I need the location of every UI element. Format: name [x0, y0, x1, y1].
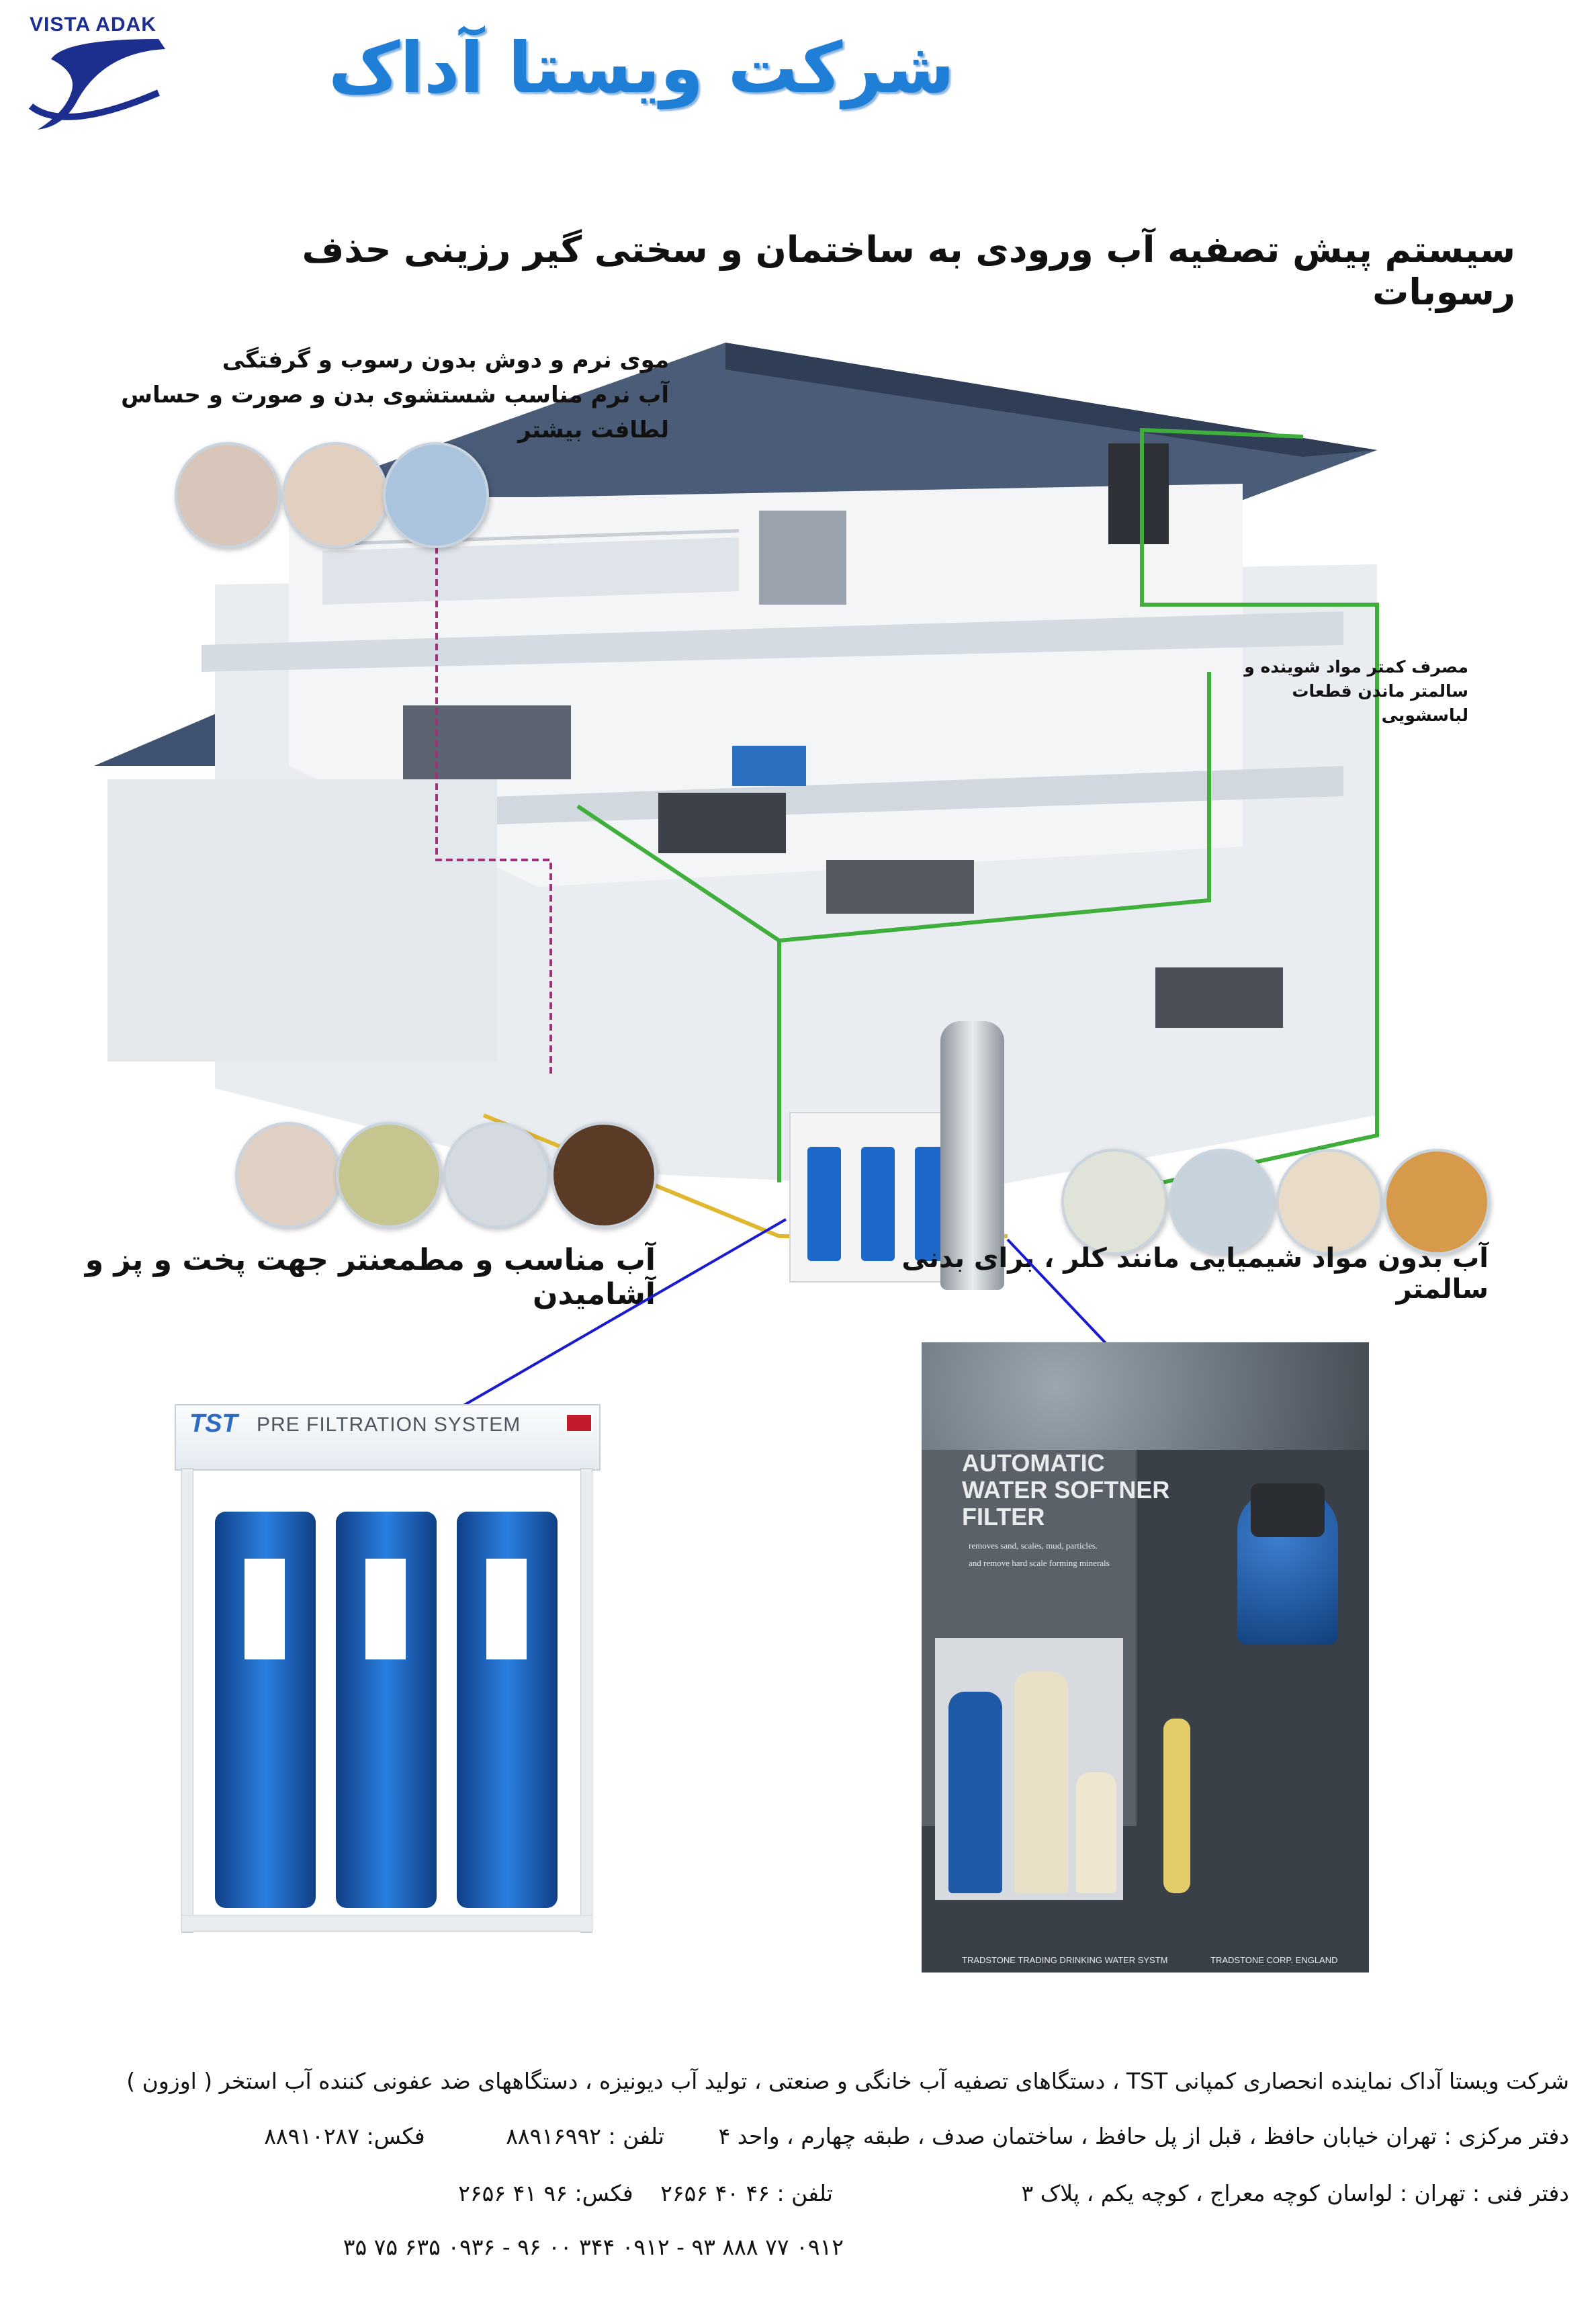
frame-base [181, 1915, 592, 1932]
footer-technical-office: دفتر فنی : تهران : لواسان کوچه معراج ، ک… [458, 2180, 1569, 2206]
company-logo [24, 12, 179, 140]
bubble-washing-machine-photo [383, 442, 489, 548]
bubble-vegetables-photo [1061, 1149, 1167, 1255]
bubble-drinking-photo [235, 1122, 341, 1228]
house-cutaway-illustration [67, 296, 1545, 1290]
filter-housing-2 [336, 1512, 437, 1908]
logo-text: VISTA ADAK [30, 13, 157, 36]
softener-tank-image [1237, 1483, 1338, 1645]
main-heading: سیستم پیش تصفیه آب ورودی به ساختمان و سخ… [302, 228, 1515, 313]
softener-tanks-photo [935, 1638, 1123, 1900]
bubble-shower-photo [175, 442, 281, 548]
bubble-milk-glass-photo [443, 1122, 549, 1228]
bubble-tea-photo [551, 1122, 657, 1228]
bubble-food-photo [1384, 1149, 1490, 1255]
caption-less-detergent: مصرف کمتر مواد شوینده و سالمتر ماندن قطع… [1244, 657, 1468, 725]
softener-title: AUTOMATIC WATER SOFTNER FILTER [962, 1449, 1170, 1530]
softener-cutaway-diagram [1163, 1719, 1190, 1893]
softener-footer-left: TRADSTONE TRADING DRINKING WATER SYSTM [962, 1955, 1168, 1965]
caption-soft-hair: موی نرم و دوش بدون رسوب و گرفتگی آب نرم … [121, 347, 669, 443]
footer-central-office: دفتر مرکزی : تهران خیابان حافظ ، قبل از … [264, 2123, 1569, 2149]
bubble-rice-photo [1276, 1149, 1382, 1255]
softener-footer-bar: TRADSTONE TRADING DRINKING WATER SYSTM T… [922, 1947, 1369, 1973]
bubble-cooking-photo [336, 1122, 442, 1228]
softener-resin-beads-image [922, 1342, 1369, 1450]
small-softener-tank-image [940, 1021, 1004, 1290]
caption-chemical-free: آب بدون مواد شیمیایی مانند کلر ، برای بد… [901, 1243, 1489, 1305]
prefilter-title: PRE FILTRATION SYSTEM [257, 1414, 521, 1436]
frame-left-post [181, 1468, 193, 1933]
prefilter-product: TST PRE FILTRATION SYSTEM [168, 1397, 638, 1962]
softener-subtitle: removes sand, scales, mud, particles. an… [969, 1541, 1110, 1568]
prefilter-header-panel: TST PRE FILTRATION SYSTEM [175, 1404, 601, 1471]
company-title: شرکت ویستا آداک [328, 27, 955, 109]
footer-mobile-numbers: ۰۹۱۲ ۷۷ ۸۸۸ ۹۳ - ۰۹۱۲ ۳۴۴ ۰۰ ۹۶ - ۰۹۳۶ ۶… [343, 2234, 844, 2260]
uk-flag-icon [566, 1414, 592, 1432]
footer-intro: شرکت ویستا آداک نماینده انحصاری کمپانی T… [126, 2068, 1569, 2094]
logo-swoosh-icon [28, 39, 165, 130]
filter-housing-1 [215, 1512, 316, 1908]
caption-cooking-water: آب مناسب و مطمعنتر جهت پخت و پز و آشامید… [85, 1243, 656, 1311]
filter-housing-3 [457, 1512, 558, 1908]
prefilter-brand: TST [189, 1410, 238, 1438]
bubble-washing-hands-photo [1169, 1149, 1275, 1255]
softener-footer-right: TRADSTONE CORP. ENGLAND [1210, 1955, 1338, 1965]
softener-product-panel: AUTOMATIC WATER SOFTNER FILTER removes s… [922, 1342, 1369, 1973]
bubble-face-wash-photo [282, 442, 388, 548]
frame-right-post [580, 1468, 592, 1933]
